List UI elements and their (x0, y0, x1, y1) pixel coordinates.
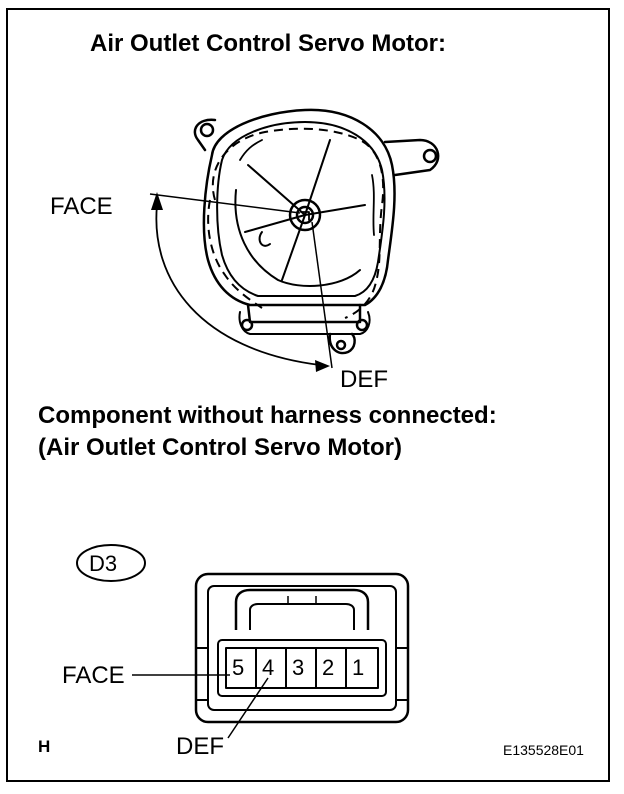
component-heading-line1: Component without harness connected: (38, 402, 497, 429)
figure-title: Air Outlet Control Servo Motor: (90, 30, 446, 57)
connector-def-label: DEF (176, 733, 224, 760)
view-letter: H (38, 737, 51, 756)
face-position-label: FACE (50, 193, 113, 220)
pin-3: 3 (292, 655, 305, 680)
pin-4: 4 (262, 655, 275, 680)
connector-face-label: FACE (62, 662, 125, 689)
pin-1: 1 (352, 655, 365, 680)
figure-frame (6, 8, 610, 782)
def-position-label: DEF (340, 366, 388, 393)
connector-code-badge (76, 544, 146, 582)
component-heading-line2: (Air Outlet Control Servo Motor) (38, 434, 402, 461)
connector-code-text: D3 (89, 551, 118, 576)
pin-2: 2 (322, 655, 335, 680)
pin-5: 5 (232, 655, 245, 680)
figure-id: E135528E01 (503, 742, 584, 758)
